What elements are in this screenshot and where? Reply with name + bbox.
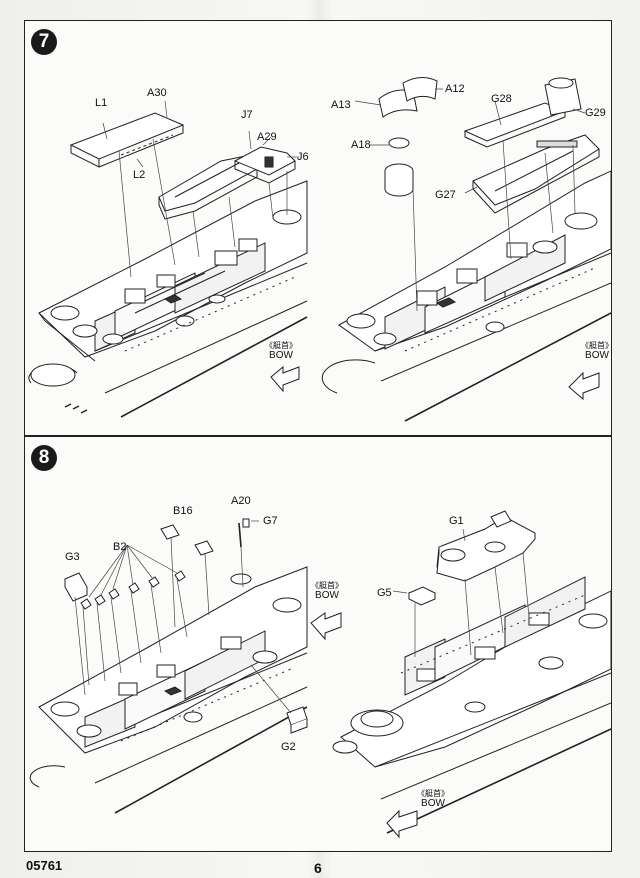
part-label: G5	[377, 587, 392, 599]
part-A20-G7	[238, 518, 250, 548]
bow-label-cn: 《艇首》	[265, 341, 297, 350]
step-7-drawing	[28, 77, 611, 422]
bow-indicator: 《艇首》 BOW	[577, 341, 617, 361]
step-8-drawing	[29, 510, 611, 839]
page-number: 6	[314, 860, 322, 876]
bow-indicator: 《艇首》 BOW	[413, 789, 453, 809]
step-number: 7	[31, 29, 57, 55]
part-label: A13	[331, 99, 351, 111]
part-L1-A30-L2	[69, 112, 185, 168]
part-label: A29	[257, 131, 277, 143]
step-number: 8	[31, 445, 57, 471]
part-label: G27	[435, 189, 456, 201]
part-label: B2	[113, 541, 127, 553]
hull-right-step7	[321, 170, 611, 422]
part-A18	[384, 137, 414, 197]
hull-right-step8	[332, 576, 611, 834]
bow-label-cn: 《艇首》	[311, 581, 343, 590]
bow-indicator: 《艇首》 BOW	[307, 581, 347, 601]
bow-label-cn: 《艇首》	[417, 789, 449, 798]
part-J7-deck	[158, 154, 258, 220]
bow-label: BOW	[269, 350, 293, 361]
bow-label: BOW	[421, 798, 445, 809]
part-B16	[160, 524, 214, 556]
hull-left-step8	[29, 566, 308, 814]
part-label: L2	[133, 169, 146, 181]
part-label: A20	[231, 495, 251, 507]
part-label: G3	[65, 551, 80, 563]
part-G2	[286, 706, 308, 734]
part-label: A18	[351, 139, 371, 151]
part-label: G29	[585, 107, 606, 119]
part-label: B16	[173, 505, 193, 517]
part-G5	[407, 586, 437, 606]
hull-left-step7	[28, 180, 308, 418]
step-8-panel: 8 B16 A20 G7 G3 B2 G2 G1 G5 《艇首》 BOW 《艇首…	[24, 436, 612, 852]
bow-label: BOW	[585, 350, 609, 361]
bow-label-cn: 《艇首》	[581, 341, 613, 350]
part-label: J6	[297, 151, 309, 163]
part-label: G7	[263, 515, 278, 527]
part-A29-J6	[233, 146, 296, 184]
bow-label: BOW	[315, 590, 339, 601]
product-code: 05761	[26, 858, 63, 873]
part-label: A12	[445, 83, 465, 95]
part-G28-G29-G27	[463, 77, 600, 214]
part-B2-guns	[80, 570, 186, 610]
part-G3	[64, 572, 88, 602]
part-label: L1	[95, 97, 108, 109]
part-A13-A12	[378, 77, 438, 118]
part-label: A30	[147, 87, 167, 99]
part-label: G1	[449, 515, 464, 527]
part-label: J7	[241, 109, 253, 121]
step-7-panel: 7 L1 A30 L2 J7 A29 J6 A13 A12 A18 G28 G2…	[24, 20, 613, 436]
part-label: G28	[491, 93, 512, 105]
part-label: G2	[281, 741, 296, 753]
part-G1	[436, 510, 536, 582]
bow-indicator: 《艇首》 BOW	[261, 341, 301, 361]
